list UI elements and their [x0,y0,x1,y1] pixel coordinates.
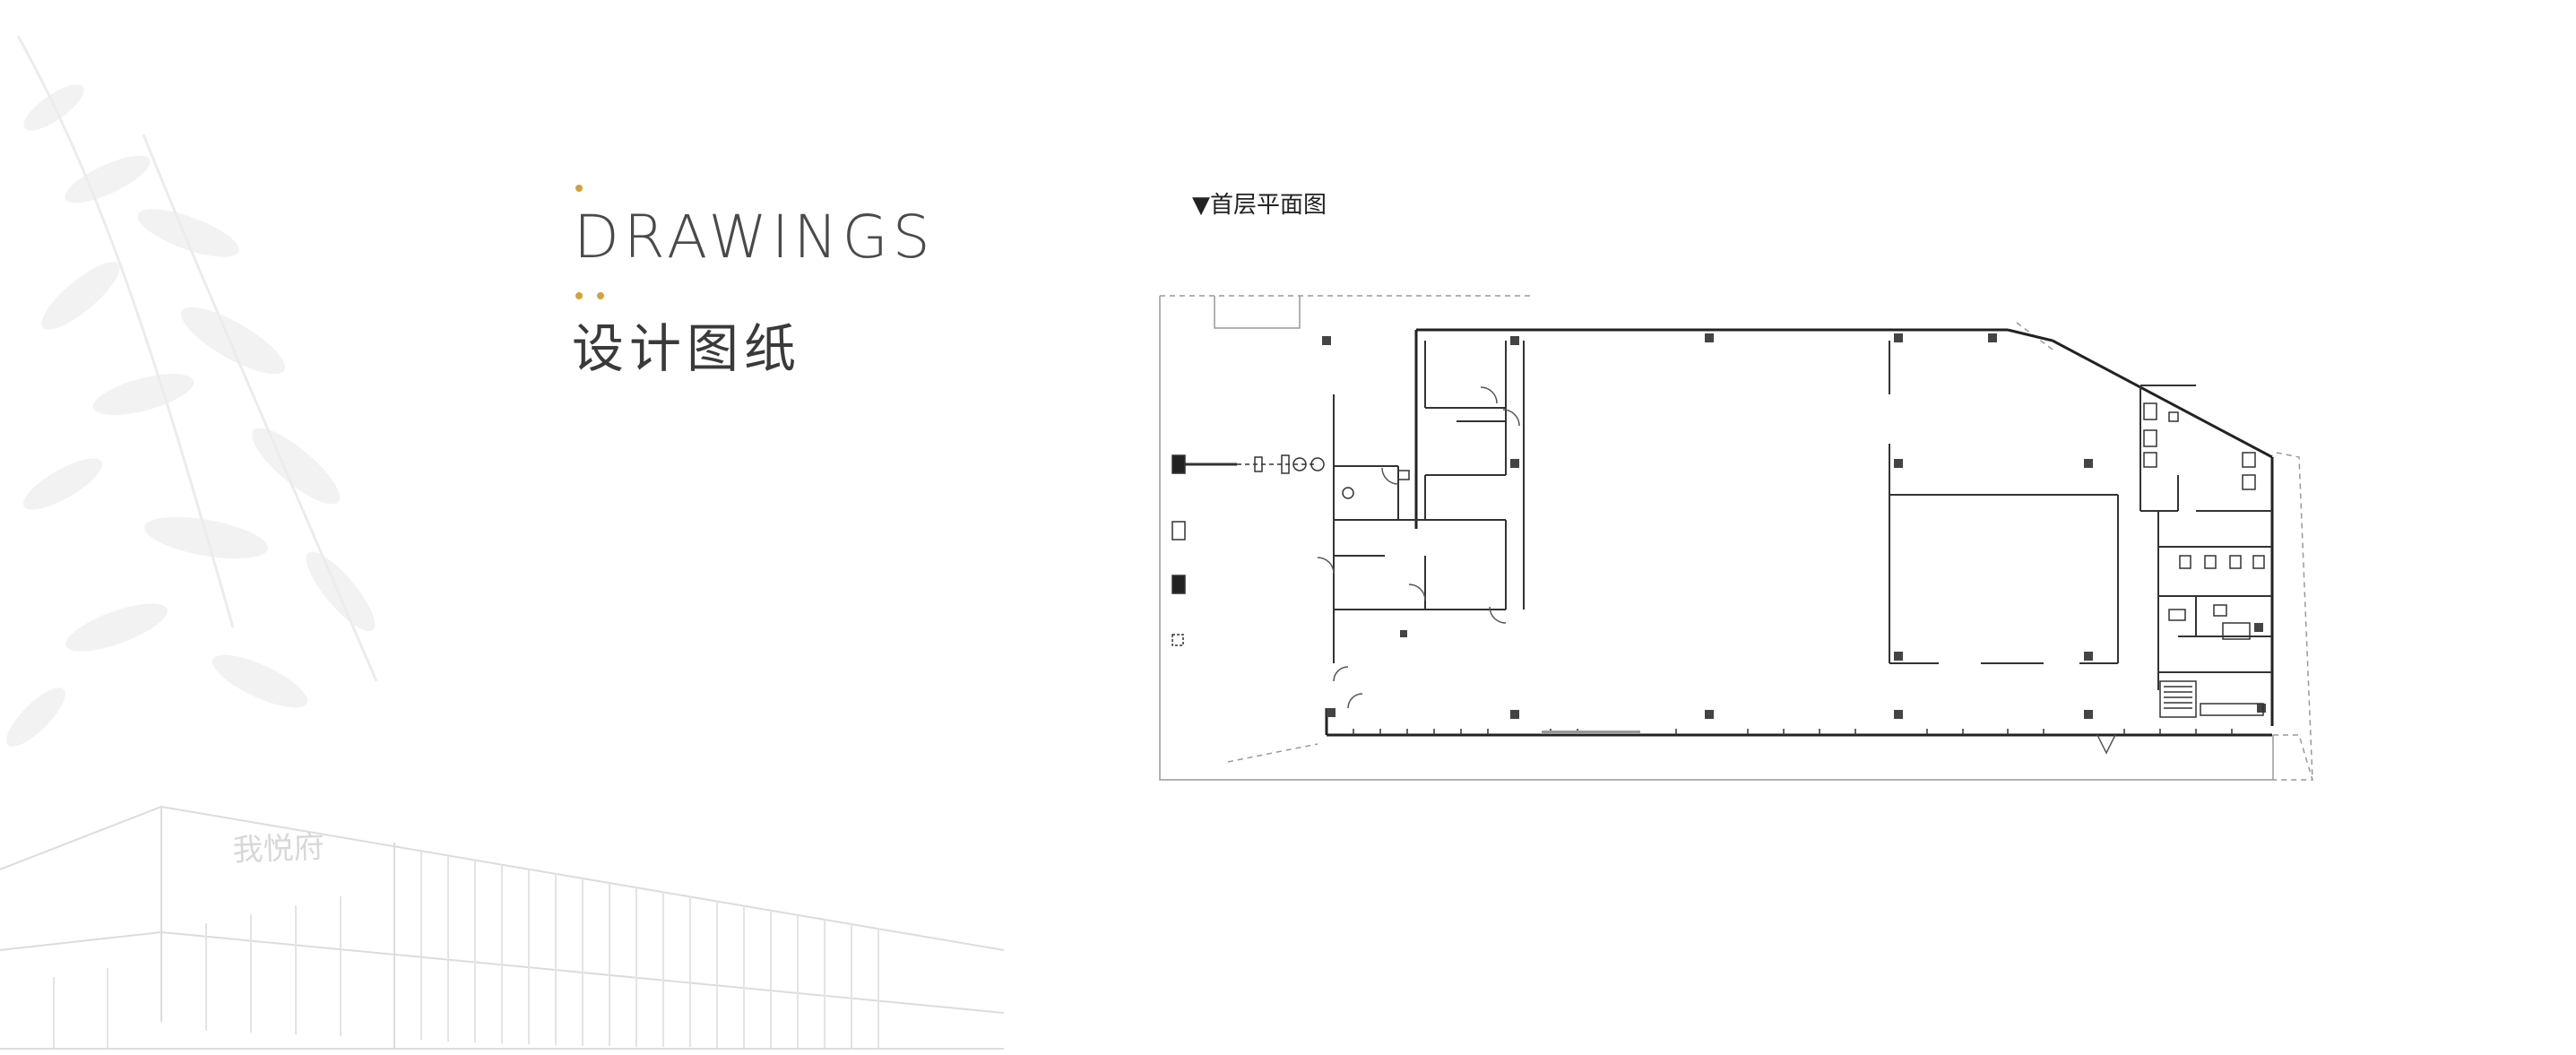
accent-dot [597,292,604,299]
interior-walls [1333,341,2272,690]
restroom-fixtures [2143,402,2265,718]
section-title-cn: 设计图纸 [572,318,802,379]
drawing-caption: ▼首层平面图 [1192,192,1327,219]
entry-furniture [1171,454,1410,646]
accent-dot [575,292,583,299]
foliage-background [6,35,378,747]
building-sketch-background: 我悦府 [0,805,1004,1050]
accent-dot [575,185,583,192]
door-swings [1317,386,2116,755]
building-sign: 我悦府 [232,829,324,869]
floor-plan [1159,295,2314,781]
site-boundary [1159,295,2314,781]
structural-columns [1322,333,2266,719]
exterior-walls [1325,328,2274,737]
section-title-en: DRAWINGS [574,203,935,272]
